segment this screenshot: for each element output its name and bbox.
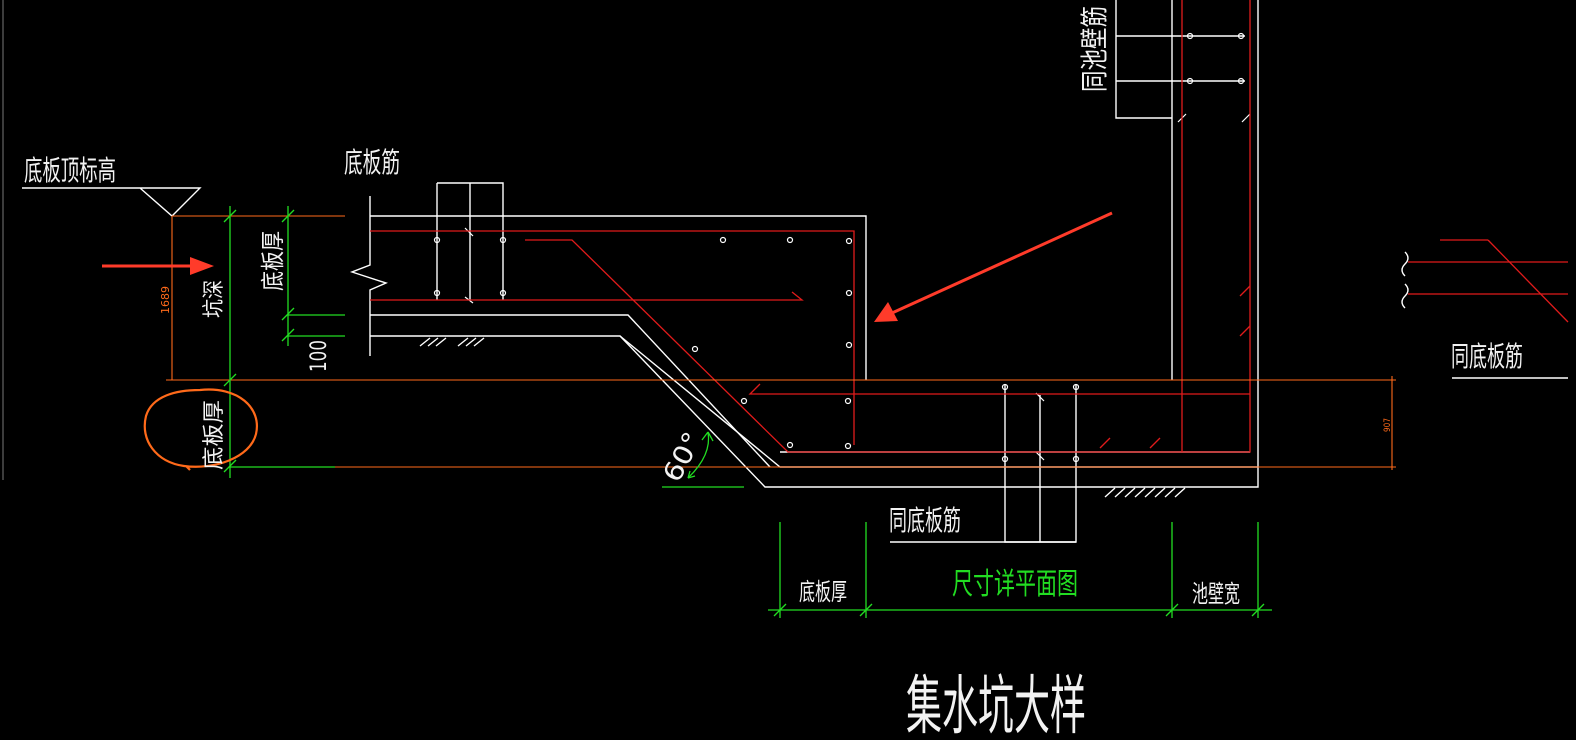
label-slab-rebar: 底板筋 (344, 146, 400, 179)
rebar-dots (433, 32, 1245, 463)
rebar-lines (370, 0, 1569, 453)
label-dim-1689: 1689 (159, 286, 172, 314)
label-dimension-per-plan: 尺寸详平面图 (952, 567, 1078, 602)
orange-dimension-lines (166, 215, 1396, 470)
label-dim-907: 907 (1383, 418, 1393, 432)
label-dim-100: 100 (307, 340, 332, 372)
drawing-title: 集水坑大样 (906, 670, 1086, 740)
highlight-circle (143, 388, 259, 471)
annotation-arrow-diagonal (874, 211, 1113, 322)
label-slab-thickness-bottom: 底板厚 (799, 578, 847, 606)
label-wall-width: 池壁宽 (1192, 580, 1240, 608)
annotation-arrow-left (102, 257, 214, 275)
label-slab-thickness-circled: 底板厚 (202, 400, 227, 470)
green-dimension-lines (223, 206, 1272, 618)
label-same-as-slab-rebar-bottom: 同底板筋 (889, 504, 961, 537)
label-slab-top-elevation: 底板顶标高 (24, 154, 116, 187)
label-slab-thickness-vertical: 底板厚 (259, 231, 287, 291)
label-same-as-slab-rebar-right: 同底板筋 (1451, 340, 1523, 373)
label-pit-depth: 坑深 (202, 280, 227, 318)
label-same-as-wall-rebar: 同池壁筋 (1078, 6, 1111, 92)
